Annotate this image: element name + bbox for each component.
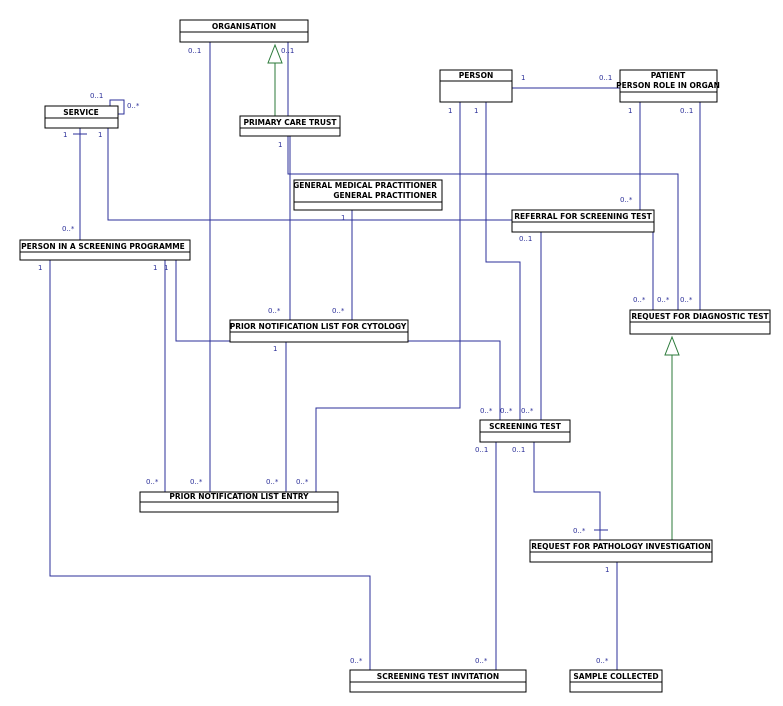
entity-service[interactable]: SERVICE	[44, 105, 119, 129]
entity-primary-care-trust[interactable]: PRIMARY CARE TRUST	[239, 115, 341, 137]
mult-pisp-bottom-left: 1	[38, 264, 42, 272]
entity-referral-label: REFERRAL FOR SCREENING TEST	[514, 212, 652, 221]
pct-generalisation-triangle	[267, 43, 283, 64]
mult-rpi-bottom: 1	[605, 566, 609, 574]
entity-patient-label-1: PATIENT	[651, 71, 686, 80]
mult-pnle-4: 0..*	[296, 478, 309, 486]
mult-pisp-bottom-right: 1	[164, 264, 168, 272]
edge-screening-test-pathology	[533, 442, 601, 540]
mult-st-bottom-left: 0..1	[475, 446, 488, 454]
mult-patient-left: 0..1	[599, 74, 612, 82]
entity-request-for-pathology-investigation[interactable]: REQUEST FOR PATHOLOGY INVESTIGATION	[529, 539, 713, 563]
mult-service-self-top: 0..1	[90, 92, 103, 100]
mult-pnlc-bottom: 1	[273, 345, 277, 353]
mult-sti-left: 0..*	[350, 657, 363, 665]
mult-person-bottom-left: 1	[448, 107, 452, 115]
mult-pisp-top: 0..*	[62, 225, 75, 233]
mult-person-bottom-right: 1	[474, 107, 478, 115]
entity-pnlc-label: PRIOR NOTIFICATION LIST FOR CYTOLOGY	[230, 322, 407, 331]
entity-sample-collected[interactable]: SAMPLE COLLECTED	[569, 669, 663, 693]
edge-organisation-request-diagnostic	[287, 42, 679, 310]
mult-pnlc-top-left: 0..*	[268, 307, 281, 315]
mult-referral-top: 0..*	[620, 196, 633, 204]
entity-general-medical-practitioner[interactable]: GENERAL MEDICAL PRACTITIONER GENERAL PRA…	[293, 179, 443, 211]
entity-patient[interactable]: PATIENT PERSON ROLE IN ORGAN	[616, 69, 720, 103]
entity-organisation[interactable]: ORGANISATION	[179, 19, 309, 43]
relationship-lines	[49, 42, 701, 670]
mult-st-top-2: 0..*	[500, 407, 513, 415]
mult-gmp-bottom: 1	[341, 214, 345, 222]
entity-screening-test[interactable]: SCREENING TEST	[479, 419, 571, 443]
entity-service-label: SERVICE	[63, 108, 99, 117]
mult-sti-right: 0..*	[475, 657, 488, 665]
mult-patient-bottom-left: 1	[628, 107, 632, 115]
entity-screening-test-invitation[interactable]: SCREENING TEST INVITATION	[349, 669, 527, 693]
entity-request-for-diagnostic-test[interactable]: REQUEST FOR DIAGNOSTIC TEST	[629, 309, 771, 335]
edge-service-referral	[107, 128, 512, 221]
entity-person[interactable]: PERSON	[439, 69, 513, 103]
mult-org-right: 0..1	[281, 47, 294, 55]
mult-sample-top: 0..*	[596, 657, 609, 665]
entity-screening-test-label: SCREENING TEST	[489, 422, 562, 431]
mult-org-left: 0..1	[188, 47, 201, 55]
edge-pisp-screening-invitation	[49, 260, 371, 670]
mult-referral-bottom: 0..1	[519, 235, 532, 243]
mult-patient-bottom-right: 0..1	[680, 107, 693, 115]
mult-pnle-2: 0..*	[190, 478, 203, 486]
mult-st-top-1: 0..*	[480, 407, 493, 415]
mult-rdt-2: 0..*	[657, 296, 670, 304]
mult-st-top-3: 0..*	[521, 407, 534, 415]
entity-sample-collected-label: SAMPLE COLLECTED	[573, 672, 658, 681]
entity-request-diagnostic-label: REQUEST FOR DIAGNOSTIC TEST	[631, 312, 769, 321]
entity-prior-notification-list-entry[interactable]: PRIOR NOTIFICATION LIST ENTRY	[139, 491, 339, 513]
entity-person-label: PERSON	[459, 71, 493, 80]
entity-gmp-label-2: GENERAL PRACTITIONER	[333, 191, 437, 200]
mult-st-bottom-right: 0..1	[512, 446, 525, 454]
generalisation-arrows	[267, 43, 680, 540]
mult-rdt-1: 0..*	[633, 296, 646, 304]
edge-person-prior-notification-entry	[315, 102, 461, 492]
entity-pnle-label: PRIOR NOTIFICATION LIST ENTRY	[169, 492, 309, 501]
entity-person-in-programme-label: PERSON IN A SCREENING PROGRAMME	[21, 242, 185, 251]
entity-referral-for-screening-test[interactable]: REFERRAL FOR SCREENING TEST	[511, 209, 655, 233]
edge-service-self	[109, 99, 125, 115]
pathology-generalisation-triangle	[664, 335, 680, 356]
mult-pnle-1: 0..*	[146, 478, 159, 486]
edge-person-screening-test	[485, 102, 521, 420]
mult-pct-bottom: 1	[278, 141, 282, 149]
entity-organisation-label: ORGANISATION	[212, 22, 276, 31]
entity-prior-notification-list-for-cytology[interactable]: PRIOR NOTIFICATION LIST FOR CYTOLOGY	[229, 319, 409, 343]
entity-patient-label-2: PERSON ROLE IN ORGAN	[616, 81, 720, 90]
mult-service-self-right: 0..*	[127, 102, 140, 110]
mult-service-right: 1	[98, 131, 102, 139]
entity-screening-invitation-label: SCREENING TEST INVITATION	[377, 672, 499, 681]
mult-rdt-3: 0..*	[680, 296, 693, 304]
entity-gmp-label-1: GENERAL MEDICAL PRACTITIONER	[293, 181, 437, 190]
entity-request-pathology-label: REQUEST FOR PATHOLOGY INVESTIGATION	[531, 542, 710, 551]
entity-person-in-screening-programme[interactable]: PERSON IN A SCREENING PROGRAMME	[19, 239, 191, 261]
mult-pnlc-top-right: 0..*	[332, 307, 345, 315]
mult-person-right: 1	[521, 74, 525, 82]
entity-primary-care-trust-label: PRIMARY CARE TRUST	[243, 118, 337, 127]
mult-service-left: 1	[63, 131, 67, 139]
mult-pnle-3: 0..*	[266, 478, 279, 486]
mult-rpi-left: 0..*	[573, 527, 586, 535]
multiplicity-labels: 0..1 0..1 0..1 0..* 1 1 1 1 0..1 1 1 1 0…	[38, 47, 693, 665]
mult-pisp-bottom-mid: 1	[153, 264, 157, 272]
